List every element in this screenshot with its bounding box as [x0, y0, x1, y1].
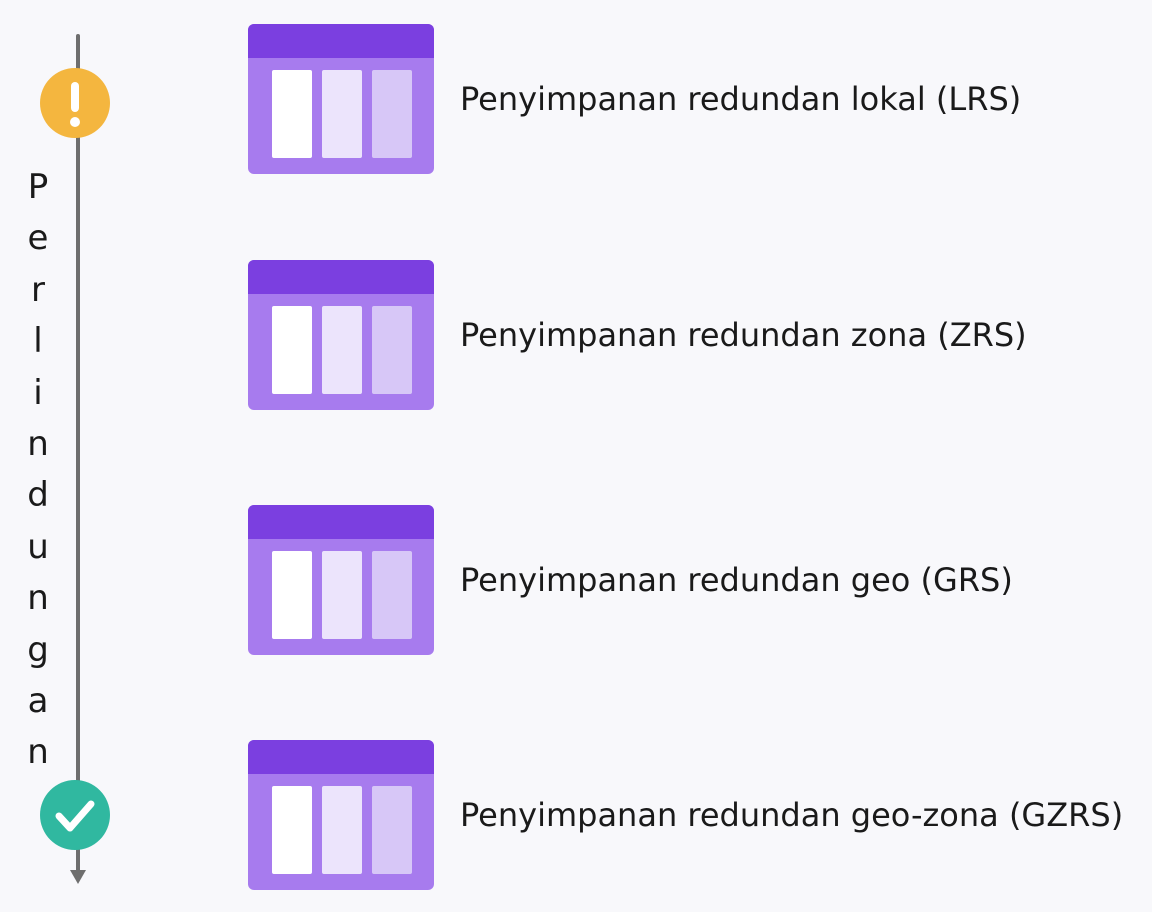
storage-table-icon: [248, 505, 434, 655]
axis-label-letter: i: [33, 372, 43, 413]
check-icon: [40, 780, 110, 850]
axis-label-letter: n: [27, 424, 49, 465]
timeline-arrow-icon: [70, 870, 86, 884]
redundancy-option-label: Penyimpanan redundan geo (GRS): [460, 561, 1013, 599]
axis-label-letter: r: [31, 269, 45, 310]
axis-label-letter: P: [27, 167, 49, 207]
storage-table-icon: [248, 24, 434, 174]
redundancy-option: Penyimpanan redundan lokal (LRS): [248, 24, 1128, 174]
axis-label-letter: e: [27, 218, 49, 259]
storage-table-icon: [248, 260, 434, 410]
axis-label-letter: d: [27, 475, 49, 516]
redundancy-option-label: Penyimpanan redundan geo-zona (GZRS): [460, 796, 1124, 834]
axis-label-letter: g: [27, 629, 49, 670]
protection-timeline: [76, 34, 80, 872]
redundancy-option: Penyimpanan redundan geo (GRS): [248, 505, 1128, 655]
redundancy-option: Penyimpanan redundan zona (ZRS): [248, 260, 1128, 410]
storage-table-icon: [248, 740, 434, 890]
redundancy-option: Penyimpanan redundan geo-zona (GZRS): [248, 740, 1128, 890]
axis-label-letter: l: [33, 321, 43, 362]
redundancy-option-label: Penyimpanan redundan zona (ZRS): [460, 316, 1027, 354]
redundancy-option-label: Penyimpanan redundan lokal (LRS): [460, 80, 1022, 118]
axis-label-letter: n: [27, 732, 49, 773]
axis-label-letter: a: [27, 681, 49, 722]
axis-label-letter: u: [27, 526, 49, 567]
axis-label-letter: n: [27, 578, 49, 619]
warning-icon: [40, 68, 110, 138]
